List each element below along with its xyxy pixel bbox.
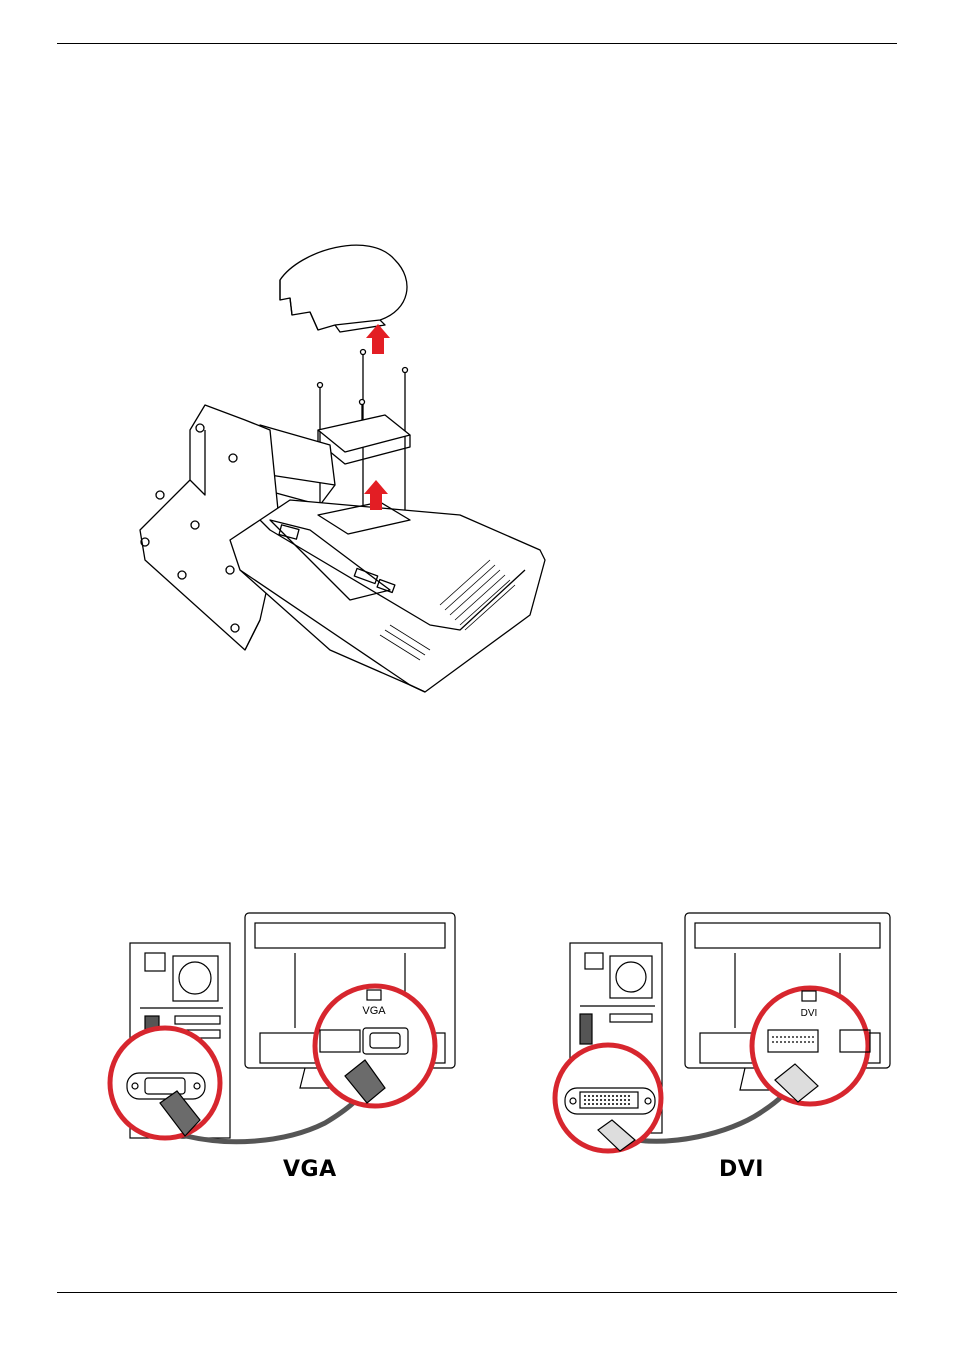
stand-cover xyxy=(280,245,407,332)
vga-port-label: VGA xyxy=(362,1005,386,1017)
footer-rule xyxy=(57,1292,897,1293)
dvi-caption: DVI xyxy=(719,1157,764,1182)
dvi-port-label: DVI xyxy=(801,1008,818,1019)
header-rule xyxy=(57,43,897,44)
vga-caption: VGA xyxy=(283,1157,337,1182)
vga-connection-illustration: VGA xyxy=(105,908,460,1158)
monitor-stand-removal-illustration xyxy=(130,230,570,700)
dvi-connection-illustration: DVI xyxy=(540,908,895,1163)
